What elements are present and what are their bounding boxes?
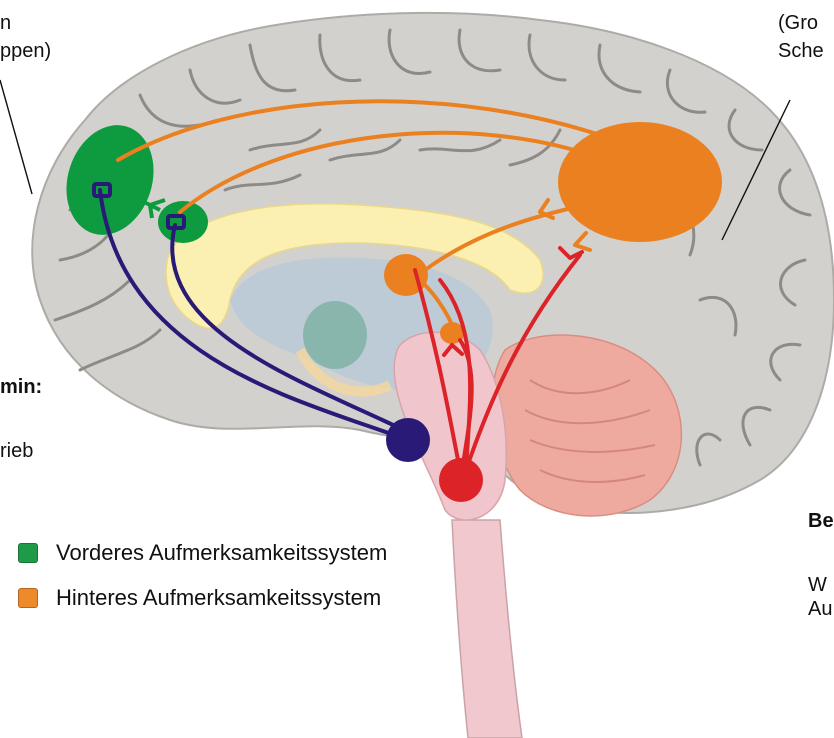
top-right-label-line1: (Gro — [778, 12, 818, 34]
legend-item-anterior: Vorderes Aufmerksamkeitssystem — [18, 538, 387, 568]
vta-red — [439, 458, 483, 502]
left-mid-bold-label: min: — [0, 376, 42, 398]
right-mid-bold-label: Be — [808, 510, 834, 532]
top-right-label-line2: Sche — [778, 40, 824, 62]
thalamus — [303, 301, 367, 369]
legend-label-posterior: Hinteres Aufmerksamkeitssystem — [56, 585, 381, 611]
left-mid-label: rieb — [0, 440, 33, 462]
top-left-label-line2: ppen) — [0, 40, 51, 62]
right-bottom-label-line2: Au — [808, 598, 832, 620]
parietal-orange-region — [558, 122, 722, 242]
spinal-cord — [452, 520, 522, 738]
leader-line-left — [0, 80, 32, 194]
legend-label-anterior: Vorderes Aufmerksamkeitssystem — [56, 540, 387, 566]
legend-swatch-orange — [18, 588, 38, 608]
legend-item-posterior: Hinteres Aufmerksamkeitssystem — [18, 583, 381, 613]
locus-coeruleus-navy — [386, 418, 430, 462]
top-left-label-line1: n — [0, 12, 11, 34]
legend-swatch-green — [18, 543, 38, 563]
right-bottom-label-line1: W — [808, 574, 827, 596]
